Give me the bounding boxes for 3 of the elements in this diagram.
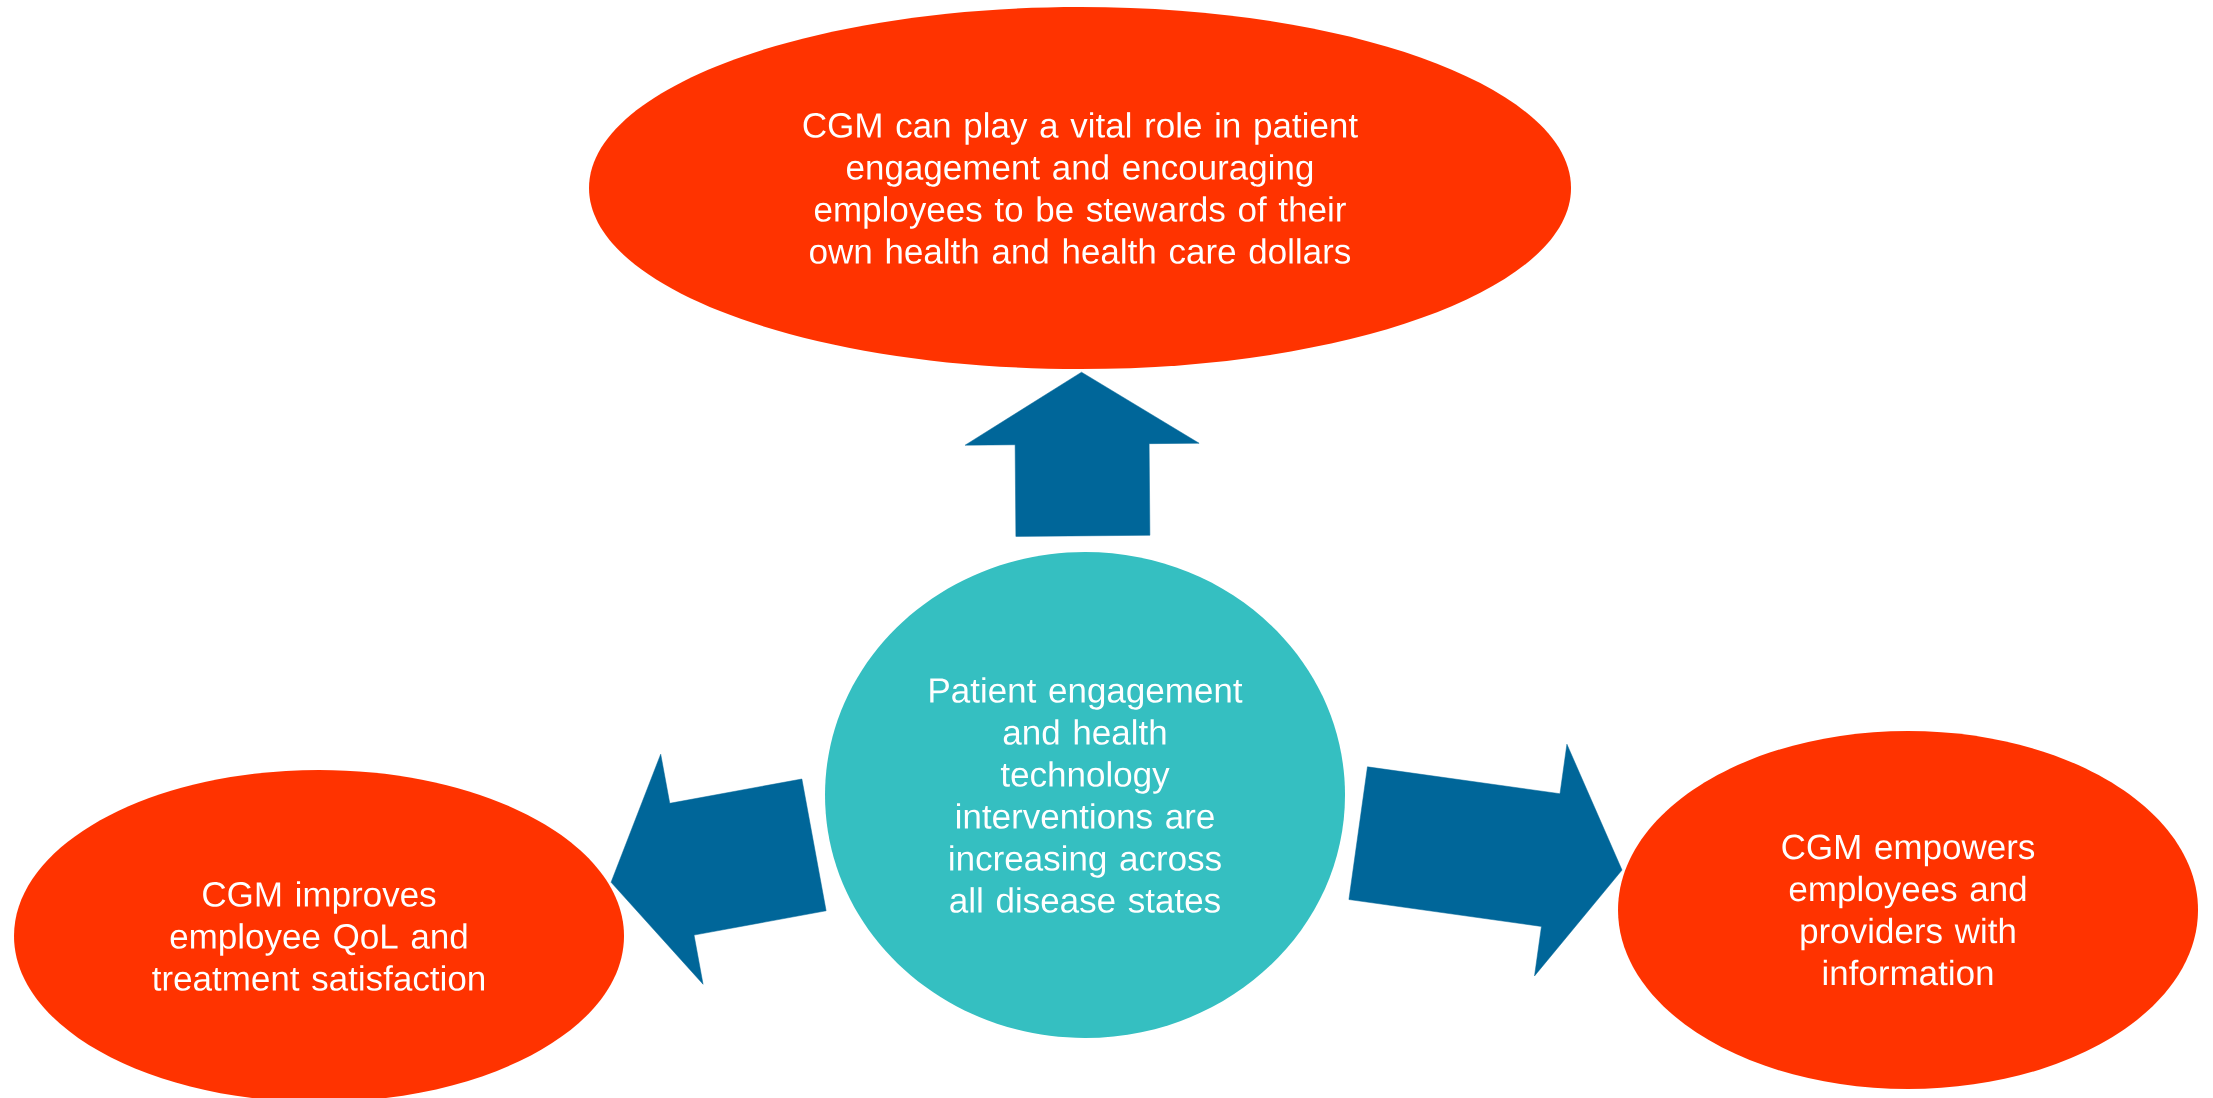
block-arrow (610, 753, 827, 985)
block-arrow (1348, 743, 1623, 977)
block-arrow (964, 371, 1200, 537)
